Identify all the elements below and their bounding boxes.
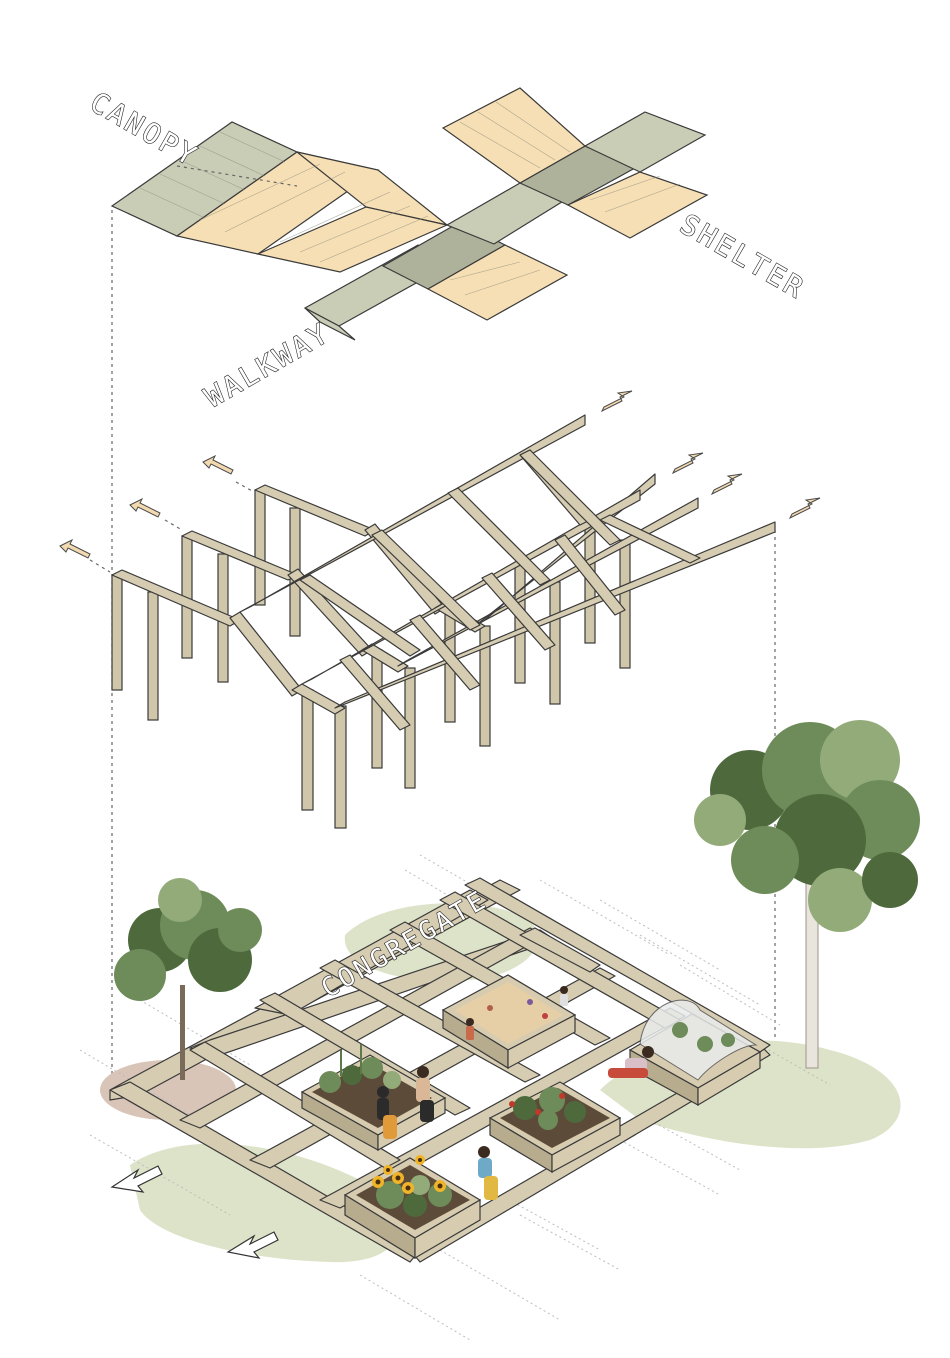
ground-beam <box>519 927 601 973</box>
arrow-icon <box>671 452 704 475</box>
timber-beam <box>371 529 481 631</box>
canopy-label: CANOPY <box>85 85 205 173</box>
person-icon <box>377 1086 397 1139</box>
shelter-panel-tan <box>566 171 709 239</box>
planter-vegetables <box>488 1081 622 1174</box>
person-icon <box>560 986 568 1006</box>
timber-post <box>111 574 123 691</box>
walkway-strip <box>583 111 707 173</box>
person-icon <box>416 1066 434 1122</box>
timber-post <box>254 489 266 606</box>
timber-post <box>404 667 416 789</box>
roof-canopy-layer <box>110 87 709 341</box>
sunflower-icon <box>372 1155 446 1194</box>
ground-layer <box>79 854 901 1341</box>
arrow-icon <box>788 497 821 520</box>
timber-post <box>619 539 631 669</box>
timber-beam <box>409 614 481 691</box>
timber-beam <box>554 534 626 616</box>
timber-post <box>147 591 159 721</box>
timber-beam <box>447 487 551 586</box>
arrow-icon <box>600 390 633 413</box>
timber-beam <box>291 683 346 715</box>
arrow-icon <box>710 473 743 496</box>
timber-beam <box>239 414 586 613</box>
site-lines <box>79 854 831 1341</box>
arrow-icon <box>59 538 91 559</box>
planter-sunflower <box>343 1155 482 1260</box>
timber-post <box>334 705 347 829</box>
ground-patch <box>130 1143 399 1263</box>
walkway-strip <box>304 307 356 341</box>
sandpit <box>441 974 577 1070</box>
person-icon <box>608 1046 654 1078</box>
tree-pit <box>100 1060 236 1120</box>
timber-beam <box>474 473 656 627</box>
arrow-icon <box>226 1231 279 1259</box>
arrow-icon <box>129 497 161 518</box>
ground-beam <box>189 1041 401 1169</box>
shelter-panel-tan <box>441 87 587 184</box>
timber-beam <box>481 572 556 651</box>
person-icon <box>466 1018 474 1040</box>
timber-beam <box>254 484 376 537</box>
shelter-label: SHELTER <box>675 207 812 305</box>
plank-lines <box>139 101 681 296</box>
timber-beam <box>519 449 621 546</box>
timber-beam <box>339 654 411 731</box>
timber-beam <box>599 514 701 564</box>
timber-post <box>301 689 314 811</box>
tree-icon <box>694 720 920 1069</box>
shelter-panel-tan <box>426 244 569 321</box>
timber-post <box>371 649 383 769</box>
walkway-label: WALKWAY <box>199 316 336 414</box>
person-icon <box>478 1146 498 1200</box>
arrow-icon <box>110 1165 163 1193</box>
timber-beam <box>299 574 421 657</box>
timber-frame-layer <box>111 414 776 829</box>
arrow-icon <box>202 454 234 475</box>
direction-arrows <box>59 390 821 559</box>
tree-icon <box>114 878 262 1080</box>
timber-beam <box>181 530 299 581</box>
